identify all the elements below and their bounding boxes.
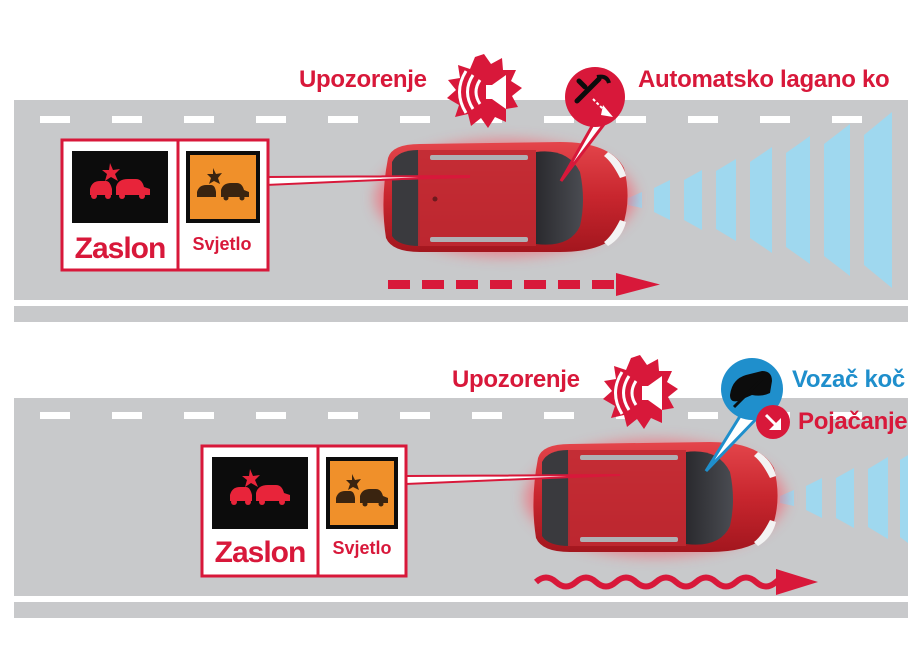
vehicle-top xyxy=(375,140,635,256)
warning-label-top: Upozorenje xyxy=(299,66,427,93)
driver-brakes-label: Vozač koč xyxy=(792,366,905,393)
vehicle-bottom xyxy=(525,440,785,556)
motion-arrow-bottom xyxy=(533,569,818,595)
warning-car-icon xyxy=(336,474,388,507)
motion-arrow-top xyxy=(388,273,660,296)
auto-brake-label: Automatsko lagano ko xyxy=(638,66,890,93)
radar-beam-bottom xyxy=(780,455,908,543)
warning-car-icon xyxy=(230,469,290,505)
warning-car-icon xyxy=(197,168,249,201)
warning-label-bottom: Upozorenje xyxy=(452,366,580,393)
radar-beam-top xyxy=(628,112,892,288)
display-label-top: Zaslon xyxy=(75,232,166,265)
speaker-icon xyxy=(447,54,522,128)
light-label-top: Svjetlo xyxy=(192,234,251,254)
indicator-panel-bottom: Zaslon Svjetlo xyxy=(200,444,408,578)
foot-on-pedal-icon xyxy=(704,358,783,473)
brake-assist-label: Pojačanje xyxy=(798,408,908,435)
light-label-bottom: Svjetlo xyxy=(332,538,391,558)
warning-car-icon xyxy=(90,163,150,199)
display-label-bottom: Zaslon xyxy=(215,536,306,569)
speaker-icon xyxy=(603,355,678,429)
decrease-arrow-icon xyxy=(756,405,790,439)
indicator-panel-top: Zaslon Svjetlo xyxy=(60,138,270,272)
brake-pedal-icon xyxy=(559,67,625,182)
